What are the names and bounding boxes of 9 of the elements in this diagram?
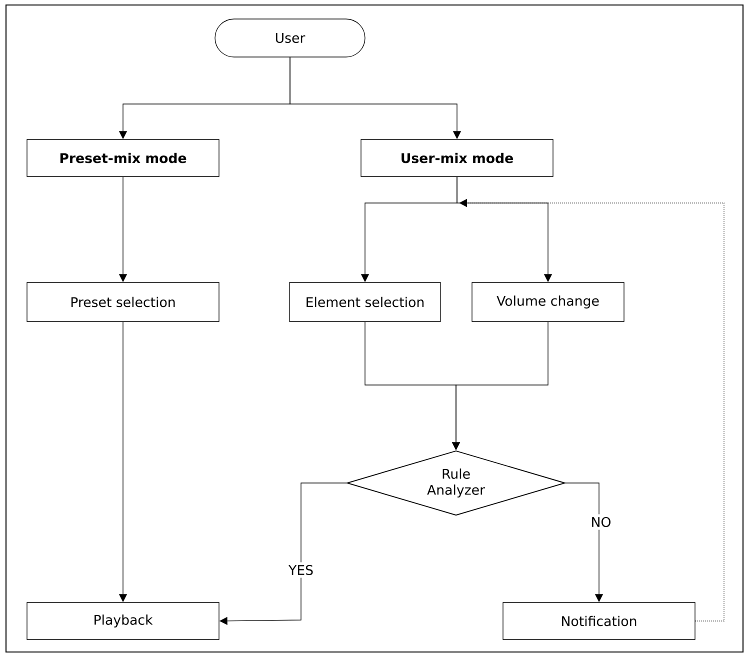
edge-label: YES xyxy=(286,562,316,578)
process-box: Volume change xyxy=(472,282,624,322)
edge-label: NO xyxy=(588,514,614,530)
process-box: User-mix mode xyxy=(360,139,554,177)
process-box: Element selection xyxy=(289,282,441,322)
process-box: Playback xyxy=(26,602,220,640)
process-box: Preset-mix mode xyxy=(26,139,220,177)
process-box: Notification xyxy=(502,602,696,640)
process-box: Preset selection xyxy=(26,282,220,322)
